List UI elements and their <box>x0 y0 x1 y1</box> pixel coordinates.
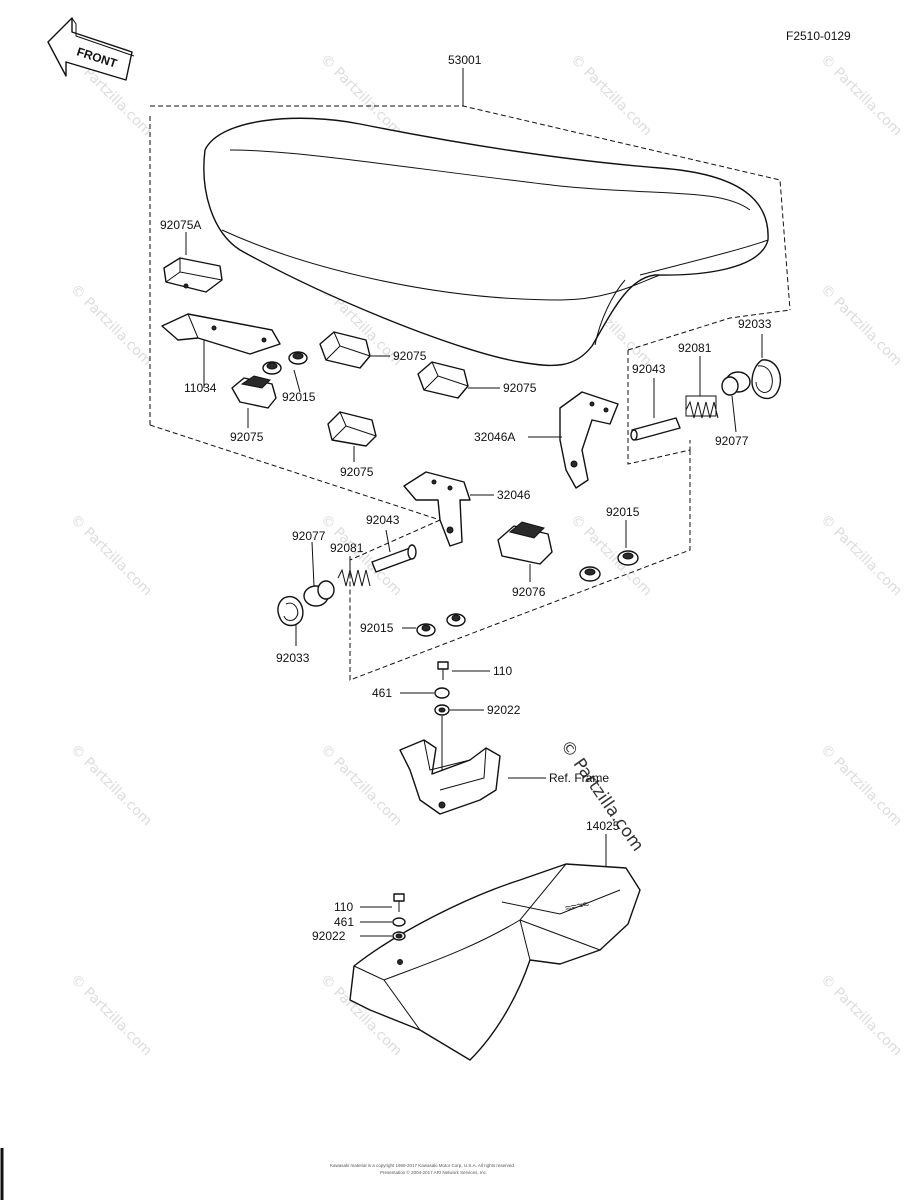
damper-5 <box>497 525 553 565</box>
label-spring-right: 92081 <box>678 341 712 355</box>
label-damper-2: 92075 <box>393 349 427 363</box>
label-hinge: 32046 <box>497 488 531 502</box>
label-hinge-a: 32046A <box>474 430 515 444</box>
frame-bracket <box>399 739 501 815</box>
label-damper-4: 92075 <box>503 381 537 395</box>
label-grommet-1: 92015 <box>282 390 316 404</box>
label-frame-ref: Ref. Frame <box>549 771 609 785</box>
damper-3 <box>327 411 377 447</box>
seat-cushion <box>203 117 769 367</box>
watermark: © Partzilla.com <box>567 52 655 140</box>
washer-lower <box>392 917 406 927</box>
watermark: © Partzilla.com <box>67 742 155 830</box>
bolt-upper <box>437 661 449 670</box>
label-bracket-plate: 11034 <box>184 381 217 395</box>
label-grommet-2: 92015 <box>606 505 640 519</box>
watermark: © Partzilla.com <box>567 512 655 600</box>
label-washer-lower: 461 <box>334 915 354 929</box>
hinge <box>403 471 471 547</box>
stop-ring-left <box>277 595 304 627</box>
footer-copyright: Kawasaki material is a copyright 1969-20… <box>330 1163 515 1168</box>
label-damper-3: 92075 <box>340 465 374 479</box>
bolt-lower <box>393 893 405 902</box>
right-hinge-group: 32046A 92043 92081 92077 92033 <box>474 309 791 489</box>
seat-dampers: 92075A 11034 92015 92075 92075 92075 <box>160 218 537 479</box>
label-stop-ring-right: 92033 <box>738 317 772 331</box>
spring-left <box>337 568 371 587</box>
watermark: © Partzilla.com <box>67 512 155 600</box>
seat-assembly: 53001 <box>149 53 791 521</box>
watermark-main: © Partzilla.com <box>556 736 648 855</box>
label-pin-left: 92043 <box>366 513 400 527</box>
label-washer-b-upper: 92022 <box>487 703 521 717</box>
stop-ring-right <box>751 359 781 400</box>
pin-right <box>631 417 681 441</box>
label-tail-cover: 14025 <box>586 819 620 833</box>
seat-damper-a <box>163 257 223 293</box>
label-washer-b-lower: 92022 <box>312 929 346 943</box>
watermark: © Partzilla.com <box>817 512 905 600</box>
label-collar-left: 92077 <box>292 529 326 543</box>
label-collar-right: 92077 <box>715 434 749 448</box>
spring-right <box>685 395 719 419</box>
diagram-code: F2510-0129 <box>786 29 851 43</box>
label-grommet-3: 92015 <box>360 621 394 635</box>
tail-cover <box>349 863 641 1061</box>
label-bolt-lower: 110 <box>334 900 353 914</box>
tail-cover-group: 14025 ≈≈≈≈ 110 461 92022 <box>312 819 641 1061</box>
watermark: © Partzilla.com <box>817 972 905 1060</box>
front-arrow-icon: FRONT <box>47 17 135 81</box>
footer-presentation: Presentation © 2004-2017 ARI Network Ser… <box>380 1169 487 1175</box>
label-seat: 53001 <box>448 53 482 67</box>
watermark: © Partzilla.com <box>817 742 905 830</box>
frame-fasteners: 110 461 92022 Ref. Frame <box>372 661 609 815</box>
damper-4 <box>417 361 469 399</box>
label-damper-1: 92075 <box>230 430 264 444</box>
kawasaki-logo: ≈≈≈≈ <box>564 898 590 915</box>
label-bolt-upper: 110 <box>493 664 512 678</box>
label-seat-damper-a: 92075A <box>160 218 201 232</box>
bracket-plate <box>161 313 281 355</box>
label-washer-upper: 461 <box>372 686 392 700</box>
hinge-a <box>559 391 619 489</box>
label-pin-right: 92043 <box>632 362 666 376</box>
watermark: © Partzilla.com <box>317 742 405 830</box>
watermark: © Partzilla.com <box>817 282 905 370</box>
label-spring-left: 92081 <box>330 541 364 555</box>
watermark: © Partzilla.com <box>67 972 155 1060</box>
left-hinge-group: 32046 92043 92081 92077 92033 92076 9201… <box>276 450 691 681</box>
watermark: © Partzilla.com <box>67 282 155 370</box>
washer-upper <box>434 687 450 699</box>
label-damper-5: 92076 <box>512 585 546 599</box>
watermark: © Partzilla.com <box>817 52 905 140</box>
label-stop-ring-left: 92033 <box>276 651 310 665</box>
